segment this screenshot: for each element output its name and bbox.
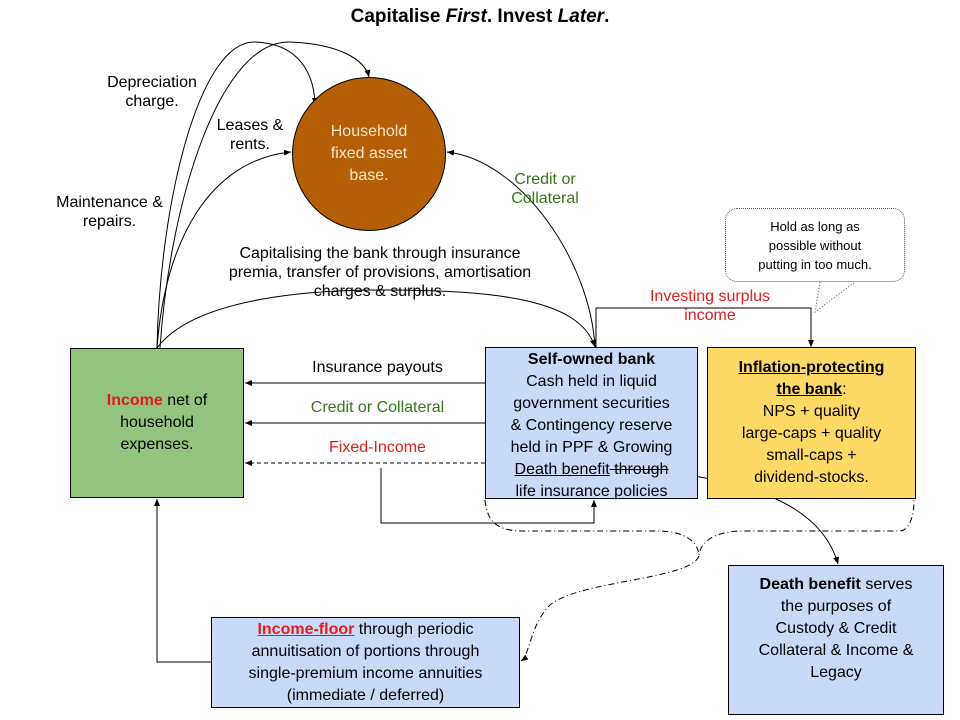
- death-line: Collateral & Income &: [758, 642, 914, 659]
- death-rest: serves: [860, 576, 913, 593]
- fixed-asset-line: Household: [330, 123, 408, 140]
- inflation-colon: :: [842, 381, 847, 398]
- label-line: Depreciation: [107, 74, 197, 91]
- death-line: Custody & Credit: [775, 620, 897, 637]
- label-credit-mid: Credit or Collateral: [310, 399, 445, 416]
- income-line1: Income net of: [107, 390, 208, 412]
- fixed-asset-line: fixed asset: [330, 145, 408, 162]
- death-line: Legacy: [810, 664, 862, 681]
- income-rest: net of: [162, 392, 208, 409]
- label-capitalising: Capitalising the bank through insurance …: [195, 244, 565, 301]
- death-line: the purposes of: [780, 598, 892, 615]
- title-first: First: [445, 6, 487, 27]
- label-insurance-payouts: Insurance payouts: [312, 359, 443, 376]
- label-investing-surplus: Investing surplus income: [620, 287, 800, 325]
- brace-dashdot: [484, 499, 915, 556]
- bank-line5: Death benefit through: [511, 459, 673, 481]
- label-credit-top: Credit or Collateral: [495, 170, 595, 208]
- label-depreciation: Depreciation charge.: [92, 73, 212, 111]
- label-fixed-income: Fixed-Income: [329, 439, 426, 456]
- bank-line: life insurance policies: [515, 483, 668, 500]
- bank-through: through: [609, 461, 669, 478]
- income-line2: household: [120, 414, 194, 431]
- edge-brace-to-floor: [520, 555, 700, 662]
- inflation-line: small-caps +: [766, 447, 857, 464]
- title-part5: .: [604, 6, 610, 27]
- inflation-line: large-caps + quality: [741, 425, 882, 442]
- income-line3: expenses.: [120, 436, 194, 453]
- floor-highlight: Income-floor: [257, 620, 355, 638]
- title-later: Later: [557, 6, 605, 27]
- node-income[interactable]: Income net of household expenses.: [70, 348, 244, 498]
- label-line: Investing surplus: [649, 288, 771, 305]
- label-line: Credit or: [514, 171, 576, 188]
- inflation-heading-2: the bank:: [739, 379, 885, 401]
- death-bold: Death benefit: [759, 576, 861, 593]
- label-maintenance: Maintenance & repairs.: [42, 193, 177, 231]
- callout-line: Hold as long as: [770, 218, 860, 234]
- page-title: Capitalise First. Invest Later.: [0, 6, 960, 28]
- label-line: charge.: [125, 93, 179, 110]
- floor-line: annuitisation of portions through: [251, 642, 480, 660]
- node-household-fixed-asset-base[interactable]: Household fixed asset base.: [292, 77, 446, 231]
- title-part3: . Invest: [486, 6, 558, 27]
- edge-floor-to-income: [154, 499, 211, 663]
- label-line: Maintenance &: [56, 194, 163, 211]
- floor-line: (immediate / deferred): [286, 686, 445, 704]
- label-leases: Leases & rents.: [205, 116, 295, 154]
- node-income-floor[interactable]: Income-floor through periodic annuitisat…: [211, 617, 520, 708]
- floor-line1: Income-floor through periodic: [249, 619, 483, 641]
- title-part1: Capitalise: [350, 6, 446, 27]
- bank-line: & Contingency reserve: [510, 417, 673, 434]
- callout-tail: [814, 281, 856, 314]
- node-death-benefit[interactable]: Death benefit serves the purposes of Cus…: [728, 565, 944, 715]
- label-line: charges & surplus.: [313, 283, 447, 300]
- label-line: income: [684, 307, 736, 324]
- node-self-owned-bank[interactable]: Self-owned bank Cash held in liquid gove…: [485, 347, 698, 500]
- callout-hold-long: Hold as long as possible without putting…: [725, 208, 905, 282]
- floor-line: single-premium income annuities: [248, 664, 483, 682]
- label-line: Collateral: [511, 190, 579, 207]
- income-highlight: Income: [106, 392, 163, 409]
- label-line: Capitalising the bank through insurance: [239, 245, 521, 262]
- death-line1: Death benefit serves: [759, 574, 914, 596]
- label-line: rents.: [229, 136, 270, 153]
- inflation-heading-bank: the bank: [776, 381, 843, 398]
- bank-death-benefit: Death benefit: [514, 461, 610, 478]
- callout-line: possible without: [768, 237, 862, 253]
- callout-line: putting in too much.: [758, 256, 872, 272]
- label-line: premia, transfer of provisions, amortisa…: [228, 264, 532, 281]
- fixed-asset-line: base.: [349, 167, 389, 184]
- inflation-line: NPS + quality: [762, 403, 861, 420]
- bank-heading: Self-owned bank: [527, 351, 656, 368]
- label-line: Leases &: [216, 117, 284, 134]
- bank-line: Cash held in liquid: [526, 373, 657, 390]
- bank-line: government securities: [513, 395, 670, 412]
- label-line: repairs.: [82, 213, 137, 230]
- inflation-heading: Inflation-protecting: [738, 359, 885, 376]
- inflation-line: dividend-stocks.: [754, 469, 869, 486]
- bank-line: held in PPF & Growing: [510, 439, 673, 456]
- floor-rest: through periodic: [354, 620, 474, 638]
- node-inflation-protecting[interactable]: Inflation-protecting the bank: NPS + qua…: [707, 347, 916, 499]
